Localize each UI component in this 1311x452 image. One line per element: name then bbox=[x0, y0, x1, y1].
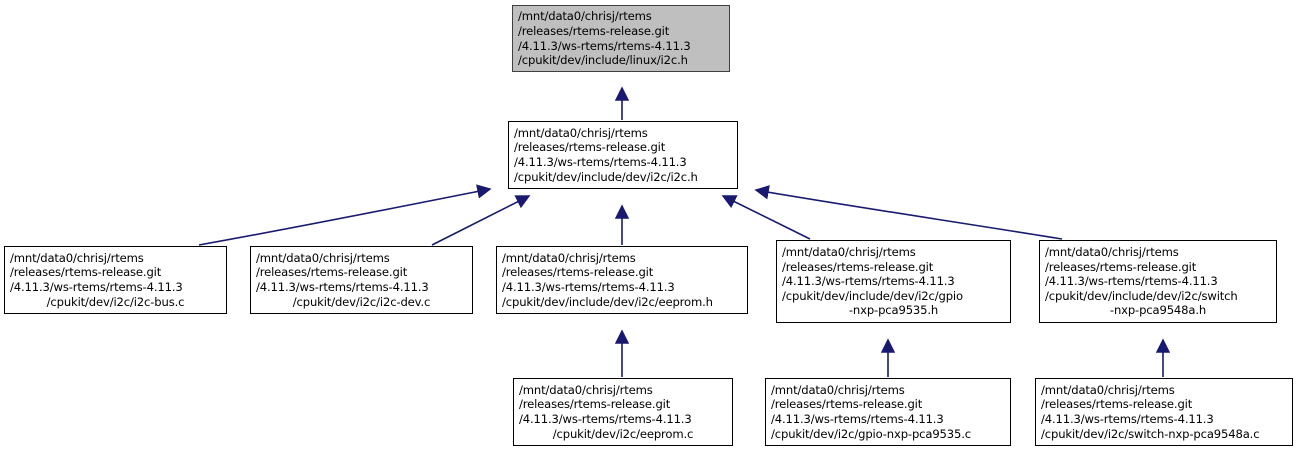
node-gpio-nxp-pca9535-h[interactable]: /mnt/data0/chrisj/rtems/releases/rtems-r… bbox=[776, 240, 1011, 323]
node-label-line: /cpukit/dev/include/dev/i2c/i2c.h bbox=[514, 169, 698, 184]
edges-group bbox=[198, 86, 1171, 377]
node-label-line: /4.11.3/ws-rtems/rtems-4.11.3 bbox=[1045, 274, 1218, 289]
node-dev-i2c-i2c-h[interactable]: /mnt/data0/chrisj/rtems/releases/rtems-r… bbox=[508, 121, 738, 189]
edge-i2c-bus-c-to-i2c-h bbox=[198, 184, 492, 246]
node-linux-i2c-h[interactable]: /mnt/data0/chrisj/rtems/releases/rtems-r… bbox=[512, 5, 730, 72]
node-label-line: /releases/rtems-release.git bbox=[502, 265, 654, 280]
node-label-line: /4.11.3/ws-rtems/rtems-4.11.3 bbox=[1041, 412, 1214, 426]
edge-switch-h-to-i2c-h bbox=[754, 185, 1063, 240]
node-label-line: /4.11.3/ws-rtems/rtems-4.11.3 bbox=[518, 38, 691, 53]
node-label-line: /releases/rtems-release.git bbox=[256, 265, 408, 280]
node-label-line: /releases/rtems-release.git bbox=[1045, 259, 1197, 274]
node-label-line: /4.11.3/ws-rtems/rtems-4.11.3 bbox=[502, 280, 675, 294]
node-label-line: /mnt/data0/chrisj/rtems bbox=[256, 250, 390, 265]
node-label-line: /mnt/data0/chrisj/rtems bbox=[1045, 245, 1179, 260]
edge-i2c-dev-c-to-i2c-h bbox=[431, 195, 531, 246]
node-switch-nxp-pca9548a-h[interactable]: /mnt/data0/chrisj/rtems/releases/rtems-r… bbox=[1039, 240, 1277, 323]
node-gpio-nxp-pca9535-c[interactable]: /mnt/data0/chrisj/rtems/releases/rtems-r… bbox=[765, 378, 1011, 446]
node-label-line: /4.11.3/ws-rtems/rtems-4.11.3 bbox=[10, 280, 183, 294]
node-label-line: /cpukit/dev/i2c/i2c-bus.c bbox=[46, 294, 185, 309]
node-label-line: /releases/rtems-release.git bbox=[1041, 397, 1193, 412]
node-label-line: /releases/rtems-release.git bbox=[782, 259, 934, 274]
node-label-line: -nxp-pca9535.h bbox=[848, 303, 939, 318]
node-label-line: /4.11.3/ws-rtems/rtems-4.11.3 bbox=[771, 412, 944, 426]
node-label-line: /releases/rtems-release.git bbox=[514, 140, 666, 155]
node-label-line: /4.11.3/ws-rtems/rtems-4.11.3 bbox=[782, 274, 955, 289]
node-label-line: /mnt/data0/chrisj/rtems bbox=[518, 9, 652, 24]
node-label-line: /4.11.3/ws-rtems/rtems-4.11.3 bbox=[519, 412, 692, 426]
node-label-line: /cpukit/dev/include/dev/i2c/gpio bbox=[782, 288, 963, 303]
node-label-line: /cpukit/dev/include/linux/i2c.h bbox=[518, 53, 688, 68]
node-label-line: /4.11.3/ws-rtems/rtems-4.11.3 bbox=[256, 280, 429, 294]
node-eeprom-h[interactable]: /mnt/data0/chrisj/rtems/releases/rtems-r… bbox=[496, 246, 748, 314]
node-label-line: /releases/rtems-release.git bbox=[519, 397, 671, 412]
node-label-line: /releases/rtems-release.git bbox=[518, 23, 670, 38]
node-label-line: -nxp-pca9548a.h bbox=[1109, 303, 1207, 318]
node-switch-nxp-pca9548a-c[interactable]: /mnt/data0/chrisj/rtems/releases/rtems-r… bbox=[1035, 378, 1293, 446]
node-label-line: /cpukit/dev/i2c/i2c-dev.c bbox=[292, 294, 431, 309]
node-label-line: /mnt/data0/chrisj/rtems bbox=[10, 250, 144, 265]
node-label-line: /releases/rtems-release.git bbox=[10, 265, 162, 280]
node-label-line: /releases/rtems-release.git bbox=[771, 397, 923, 412]
node-i2c-dev-c[interactable]: /mnt/data0/chrisj/rtems/releases/rtems-r… bbox=[250, 246, 473, 314]
node-label-line: /cpukit/dev/i2c/eeprom.c bbox=[552, 426, 694, 441]
node-label-line: /mnt/data0/chrisj/rtems bbox=[519, 382, 653, 397]
node-label-line: /mnt/data0/chrisj/rtems bbox=[771, 382, 905, 397]
node-label-line: /mnt/data0/chrisj/rtems bbox=[782, 245, 916, 260]
node-label-line: /mnt/data0/chrisj/rtems bbox=[502, 250, 636, 265]
node-label-line: /4.11.3/ws-rtems/rtems-4.11.3 bbox=[514, 155, 687, 169]
node-label-line: /cpukit/dev/i2c/gpio-nxp-pca9535.c bbox=[771, 426, 971, 441]
edge-gpio-h-to-i2c-h bbox=[721, 195, 811, 240]
node-label-line: /cpukit/dev/include/dev/i2c/switch bbox=[1045, 288, 1238, 303]
node-label-line: /mnt/data0/chrisj/rtems bbox=[1041, 382, 1175, 397]
node-label-line: /mnt/data0/chrisj/rtems bbox=[514, 125, 648, 140]
node-label-line: /cpukit/dev/include/dev/i2c/eeprom.h bbox=[502, 294, 713, 309]
node-label-line: /cpukit/dev/i2c/switch-nxp-pca9548a.c bbox=[1041, 426, 1260, 441]
node-eeprom-c[interactable]: /mnt/data0/chrisj/rtems/releases/rtems-r… bbox=[513, 378, 733, 446]
node-i2c-bus-c[interactable]: /mnt/data0/chrisj/rtems/releases/rtems-r… bbox=[4, 246, 227, 314]
